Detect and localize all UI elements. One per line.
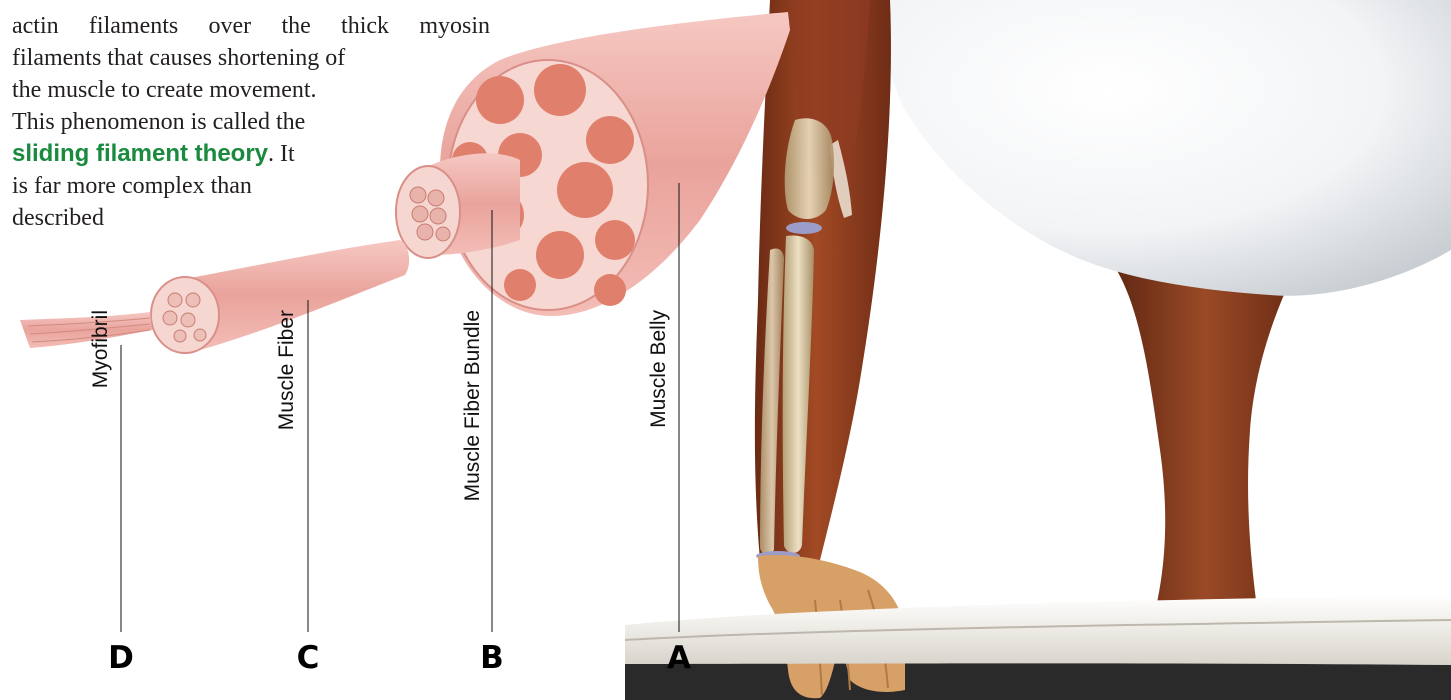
- white-cloth: [880, 0, 1451, 296]
- label-myofibril: Myofibril: [88, 310, 114, 570]
- paragraph-line-5-tail: . It: [268, 141, 295, 167]
- elbow-joint: [786, 222, 822, 234]
- dark-floor-band: [625, 660, 1451, 700]
- paragraph-line-1: actin filaments over the thick myosin: [12, 10, 490, 42]
- paragraph-line-7: described: [12, 202, 104, 234]
- humerus-bone: [785, 118, 834, 219]
- letter-a: A: [659, 640, 699, 676]
- letter-c: C: [288, 640, 328, 676]
- paragraph-line-4: This phenomenon is called the: [12, 106, 305, 138]
- letter-d: D: [101, 640, 141, 676]
- label-muscle-belly: Muscle Belly: [646, 310, 672, 570]
- grab-bar: [625, 595, 1451, 665]
- sliding-filament-theory-term: sliding filament theory: [12, 140, 268, 167]
- paragraph-line-5: sliding filament theory. It: [12, 138, 295, 170]
- paragraph-line-2: filaments that causes shortening of: [12, 42, 345, 74]
- paragraph-line-3: the muscle to create movement.: [12, 74, 490, 106]
- leg: [1110, 260, 1300, 630]
- label-muscle-fiber-bundle: Muscle Fiber Bundle: [460, 310, 486, 570]
- letter-b: B: [472, 640, 512, 676]
- label-muscle-fiber: Muscle Fiber: [274, 310, 300, 570]
- paragraph-line-6: is far more complex than: [12, 170, 252, 202]
